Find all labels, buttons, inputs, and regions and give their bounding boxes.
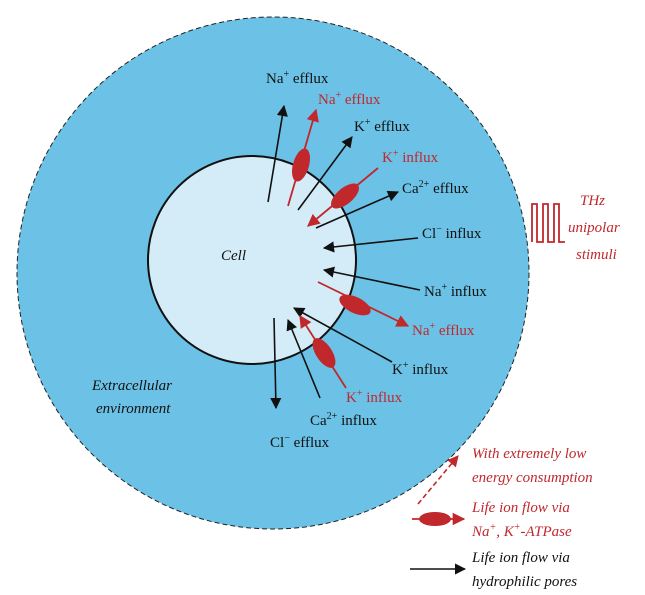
label-k-influx-2: K+ influx <box>392 360 449 378</box>
arrow-k-efflux <box>297 136 353 211</box>
pump-top-1 <box>291 148 311 182</box>
label-cl-efflux: Cl− efflux <box>270 433 330 451</box>
pump-bottom-2 <box>312 338 336 368</box>
cell-label: Cell <box>221 248 246 264</box>
label-k-influx-1: K+ influx <box>382 148 439 166</box>
arrow-ca-influx <box>286 318 321 399</box>
label-ca-efflux: Ca2+ efflux <box>402 179 469 197</box>
pump-bottom-1 <box>339 294 371 316</box>
legend-pores-2: hydrophilic pores <box>472 574 577 590</box>
label-na-influx: Na+ influx <box>424 282 487 300</box>
stimulus-label-1: THz <box>580 193 605 209</box>
label-na-efflux-1: Na+ efflux <box>266 69 329 87</box>
thz-pulse-icon <box>531 203 565 243</box>
stimulus-label-2: unipolar <box>568 220 620 236</box>
legend-atpase-2: Na+, K+-ATPase <box>471 522 572 540</box>
legend-atpase-pump <box>419 512 451 526</box>
label-cl-influx: Cl− influx <box>422 224 482 242</box>
label-k-efflux: K+ efflux <box>354 117 410 135</box>
extracellular-label-2: environment <box>96 401 171 417</box>
legend-low-energy-2: energy consumption <box>472 470 593 486</box>
arrow-na-influx <box>322 266 421 291</box>
cell-membrane <box>147 155 357 365</box>
arrow-ca-efflux <box>315 190 400 229</box>
atpase-pumps <box>291 148 371 368</box>
arrow-na-efflux <box>267 104 288 203</box>
extracellular-label-1: Extracellular <box>91 378 172 394</box>
pump-top-2 <box>330 183 360 209</box>
label-ca-influx: Ca2+ influx <box>310 411 377 429</box>
label-na-efflux-2: Na+ efflux <box>318 90 381 108</box>
legend-pores-1: Life ion flow via <box>471 550 570 566</box>
legend-dashed-arrow <box>417 455 459 505</box>
arrow-cl-influx <box>322 237 419 253</box>
arrow-cl-efflux <box>270 317 282 410</box>
legend-atpase-1: Life ion flow via <box>471 500 570 516</box>
legend-low-energy-1: With extremely low <box>472 446 586 462</box>
stimulus-label-3: stimuli <box>576 247 617 263</box>
label-k-influx-3: K+ influx <box>346 388 403 406</box>
label-na-efflux-3: Na+ efflux <box>412 321 475 339</box>
